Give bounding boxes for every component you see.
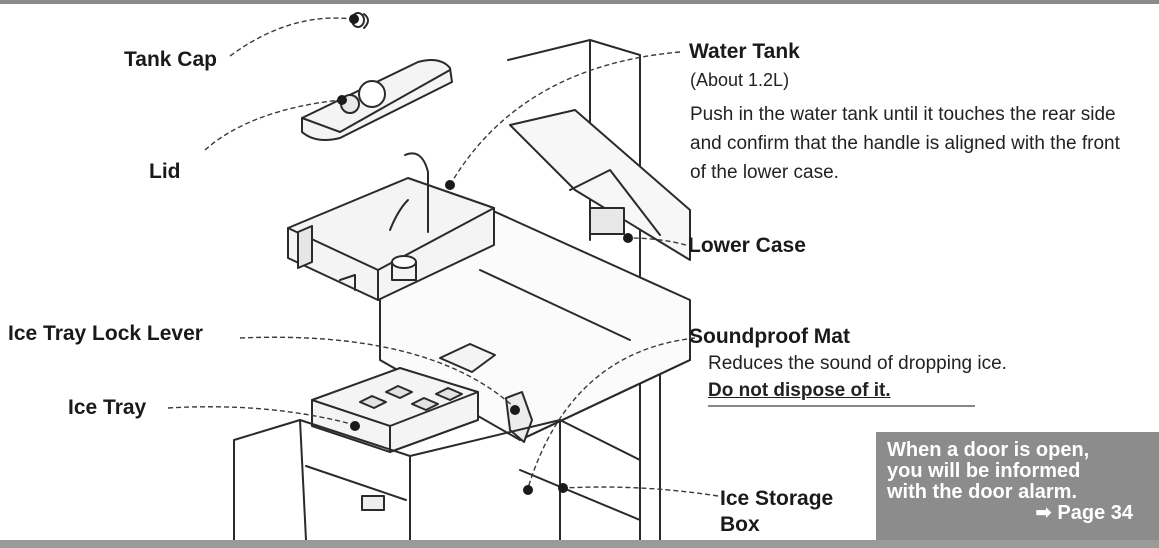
label-tank-cap: Tank Cap bbox=[124, 48, 217, 71]
water-tank-capacity: (About 1.2L) bbox=[690, 70, 790, 90]
leader-water-tank bbox=[449, 51, 681, 186]
dot-tank-cap bbox=[349, 14, 359, 24]
ice-tray bbox=[311, 343, 496, 453]
leader-lower-case bbox=[627, 237, 687, 246]
soundproof-description: Reduces the sound of dropping ice. Do no… bbox=[708, 350, 1028, 404]
label-ice-tray: Ice Tray bbox=[68, 396, 147, 419]
leader-lock-lever bbox=[239, 336, 516, 409]
door-alarm-note: When a door is open, you will be informe… bbox=[876, 432, 1159, 540]
label-lid: Lid bbox=[149, 160, 181, 183]
label-ice-tray-lock-lever: Ice Tray Lock Lever bbox=[8, 322, 203, 345]
label-water-tank: Water Tank bbox=[689, 40, 800, 63]
alarm-line-3: with the door alarm. bbox=[887, 481, 1078, 503]
ice-storage-box bbox=[233, 419, 641, 541]
dot-lock-lever bbox=[510, 405, 520, 415]
bottom-border bbox=[0, 540, 1159, 548]
leader-ice-storage bbox=[563, 486, 719, 497]
dot-ice-storage bbox=[558, 483, 568, 493]
dot-lid bbox=[337, 95, 347, 105]
dot-ice-tray bbox=[350, 421, 360, 431]
leader-ice-tray bbox=[167, 406, 356, 426]
dot-lower-case bbox=[623, 233, 633, 243]
dot-water-tank bbox=[445, 180, 455, 190]
alarm-line-1: When a door is open, bbox=[887, 439, 1090, 461]
lower-case-drawer bbox=[509, 109, 691, 261]
water-tank-description: Push in the water tank until it touches … bbox=[690, 104, 1120, 183]
label-ice-storage-box-line2: Box bbox=[720, 513, 760, 536]
label-soundproof-mat: Soundproof Mat bbox=[689, 325, 850, 348]
top-border bbox=[0, 0, 1159, 4]
label-ice-storage-box-line1: Ice Storage bbox=[720, 487, 834, 510]
soundproof-desc-text: Reduces the sound of dropping ice. bbox=[708, 353, 1007, 374]
label-lower-case: Lower Case bbox=[688, 234, 806, 257]
page-reference-link[interactable]: ➡ Page 34 bbox=[1035, 502, 1133, 524]
soundproof-warning: Do not dispose of it. bbox=[708, 380, 891, 401]
leader-tank-cap bbox=[229, 17, 353, 57]
tank-lid bbox=[301, 59, 453, 141]
leader-lid bbox=[204, 99, 341, 151]
dot-soundproof-mat bbox=[523, 485, 533, 495]
alarm-line-2: you will be informed bbox=[887, 460, 1081, 482]
ice-tray-lock-lever bbox=[505, 391, 533, 443]
water-tank bbox=[287, 152, 495, 301]
leader-soundproof-mat bbox=[527, 337, 696, 489]
